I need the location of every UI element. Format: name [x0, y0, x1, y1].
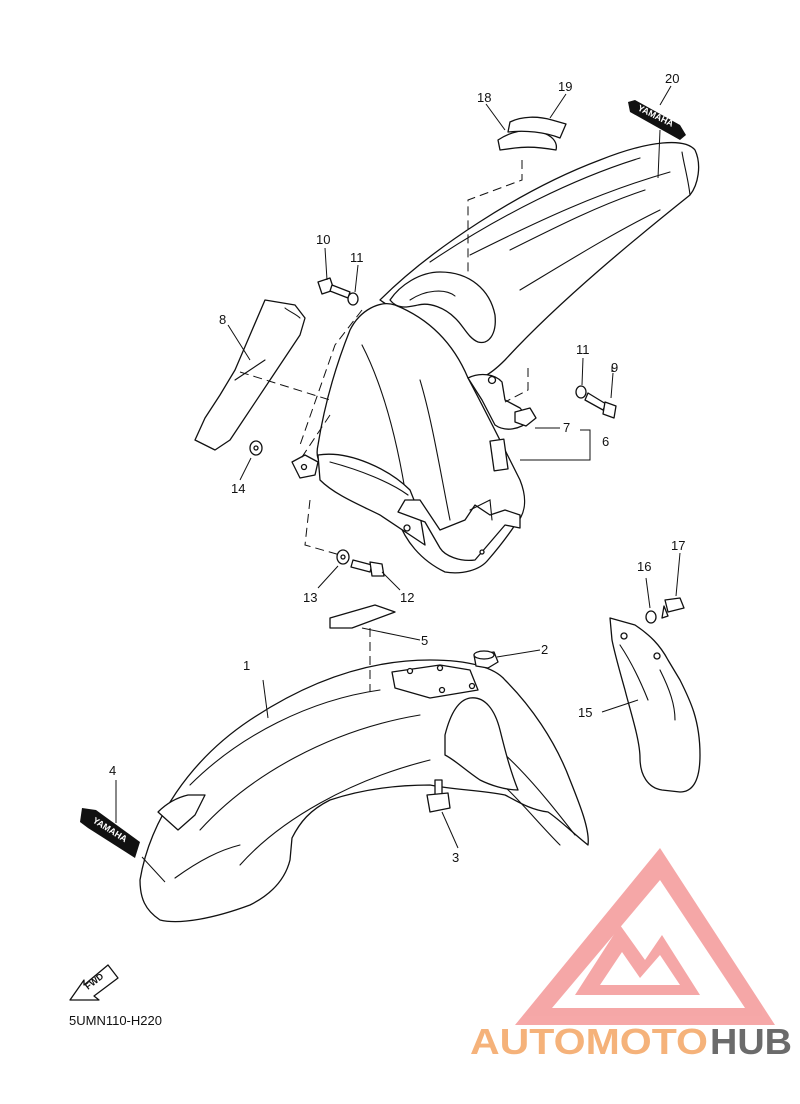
bolt-10 [317, 277, 351, 299]
callout-4: 4 [109, 763, 116, 778]
callout-19: 19 [558, 79, 572, 94]
callout-15: 15 [578, 705, 592, 720]
callout-10: 10 [316, 232, 330, 247]
leader-lines [115, 85, 681, 883]
rear-fender [291, 142, 700, 574]
side-cover [609, 617, 701, 793]
callout-1: 1 [243, 658, 250, 673]
watermark-brand-automoto: AUTOMOTO [470, 1021, 708, 1062]
washer-16 [645, 610, 657, 624]
washer-11-right [575, 385, 587, 399]
callout-6: 6 [602, 434, 609, 449]
grommet-2 [473, 650, 499, 669]
hardware [249, 277, 685, 813]
callout-8: 8 [219, 312, 226, 327]
callout-7: 7 [563, 420, 570, 435]
callout-9: 9 [611, 360, 618, 375]
callout-12: 12 [400, 590, 414, 605]
rear-mudflap [194, 299, 306, 451]
callout-labels: 1 2 3 4 5 6 7 8 9 10 11 11 12 13 14 15 1… [109, 71, 685, 865]
collar-7 [514, 407, 537, 427]
bolt-17 [661, 597, 685, 619]
callout-3: 3 [452, 850, 459, 865]
callout-16: 16 [637, 559, 651, 574]
callout-18: 18 [477, 90, 491, 105]
front-fender [139, 659, 589, 923]
callout-5: 5 [421, 633, 428, 648]
front-sticker [329, 604, 396, 629]
callout-14: 14 [231, 481, 245, 496]
front-fender-decal: YAMAHA [80, 808, 140, 858]
rear-fender-decal: YAMAHA [628, 100, 686, 140]
watermark-brand-hub: HUB [710, 1021, 792, 1062]
diagram-code: 5UMN110-H220 [69, 1013, 162, 1028]
bolt-12 [350, 559, 385, 577]
bolt-3 [426, 779, 451, 813]
callout-2: 2 [541, 642, 548, 657]
callout-20: 20 [665, 71, 679, 86]
sticker-pads [497, 116, 567, 151]
callout-11-right: 11 [576, 342, 590, 357]
callout-13: 13 [303, 590, 317, 605]
washer-11-upper [347, 292, 359, 306]
callout-17: 17 [671, 538, 685, 553]
bolt-9 [584, 392, 617, 419]
watermark-logo [515, 848, 775, 1025]
fwd-arrow-icon: FWD [69, 964, 119, 1001]
callout-11-upper: 11 [350, 250, 364, 265]
